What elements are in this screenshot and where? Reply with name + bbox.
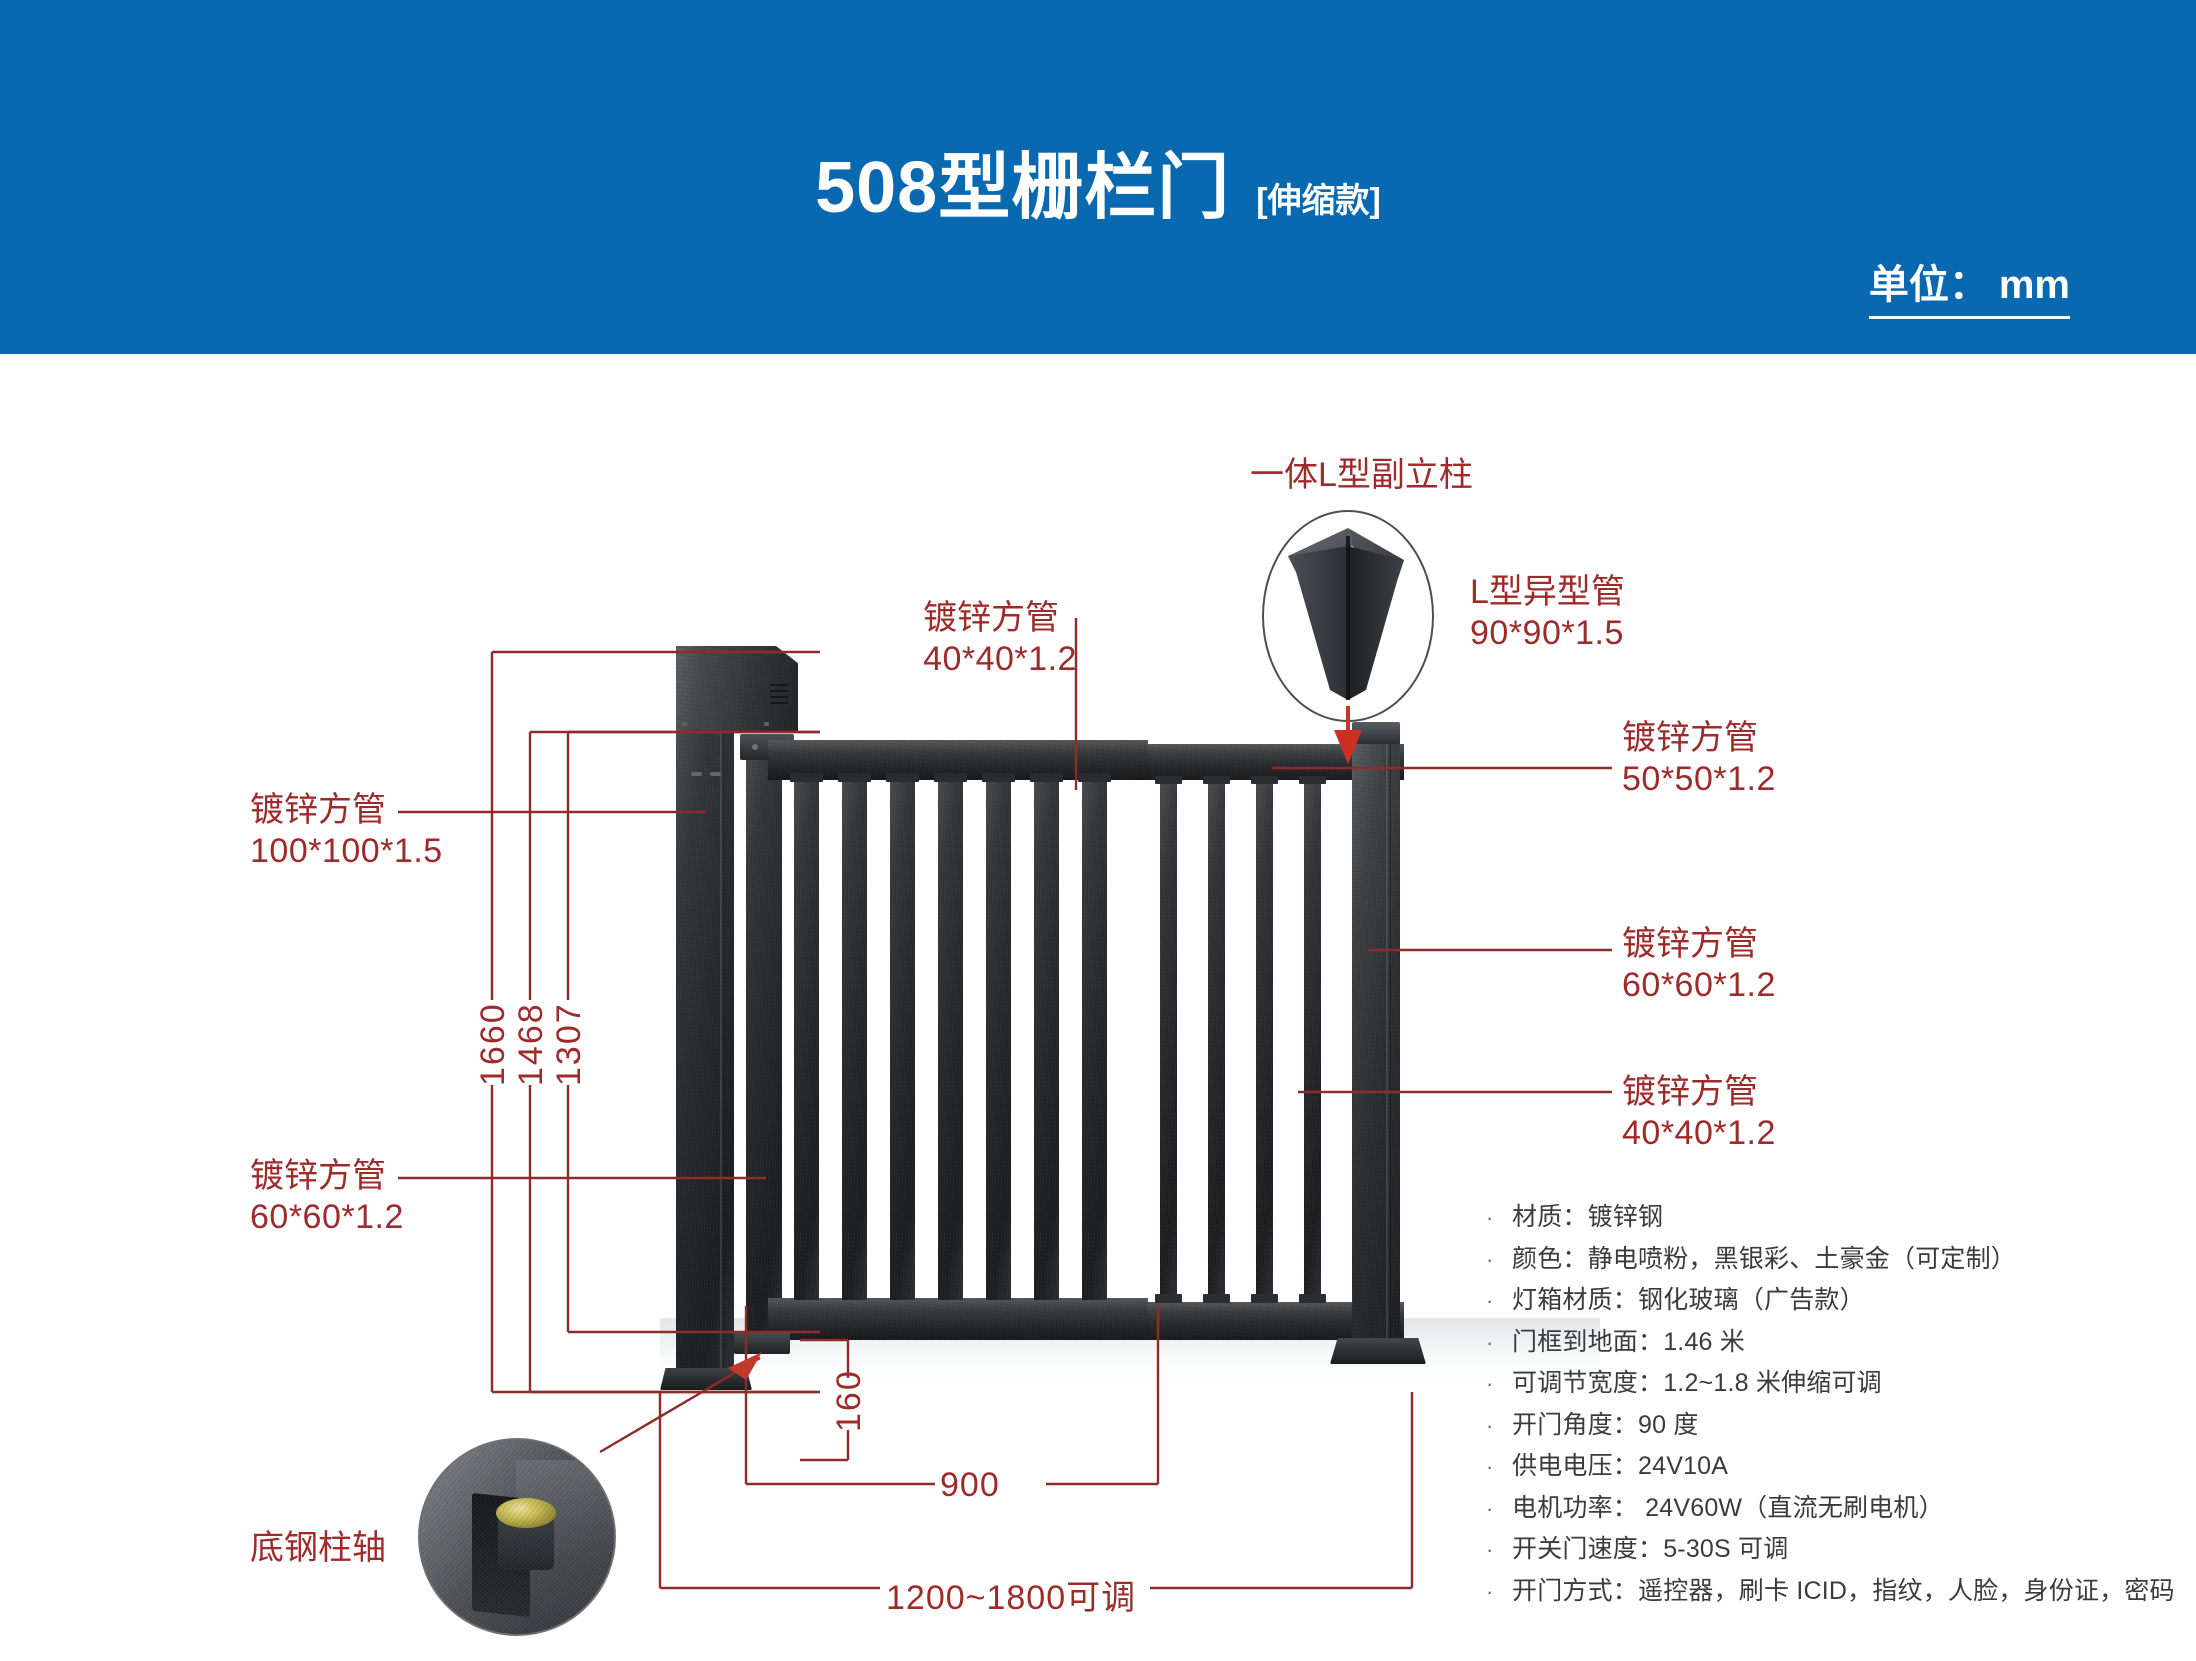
telescoping-picket — [1304, 782, 1321, 1300]
label-left-main-post: 镀锌方管 100*100*1.5 — [250, 790, 443, 873]
specification-list: · 材质：镀锌钢 · 颜色：静电喷粉，黑银彩、土豪金（可定制） · 灯箱材质：钢化玻璃… — [1486, 1205, 2186, 1620]
picket — [890, 778, 915, 1300]
dim-height-outer: 1660 — [474, 1002, 512, 1086]
unit-label: 单位： — [1868, 263, 1989, 307]
label-l-tube: L型异型管 90*90*1.5 — [1470, 572, 1625, 655]
picket — [1034, 778, 1059, 1300]
dim-total-width: 1200~1800可调 — [886, 1579, 1137, 1617]
spec-bullet: · — [1486, 1495, 1494, 1521]
spec-text: 电机功率： 24V60W（直流无刷电机） — [1512, 1493, 1944, 1522]
l-post-detail-ellipse — [1262, 510, 1434, 722]
picket — [842, 778, 867, 1300]
page-title: 508型栅栏门 [伸缩款] — [0, 128, 2196, 233]
bottom-pivot-photo — [418, 1438, 616, 1636]
label-left-lower-post: 镀锌方管 60*60*1.2 — [250, 1156, 404, 1239]
title-main-text: 508型栅栏门 — [815, 148, 1231, 228]
pivot-grease-cap — [496, 1498, 556, 1528]
unit-value: mm — [1998, 263, 2070, 307]
spec-item: · 开门方式：遥控器，刷卡 ICID，指纹，人脸，身份证，密码 — [1486, 1576, 2186, 1605]
label-right-top-rail: 镀锌方管 50*50*1.2 — [1622, 718, 1776, 801]
spec-item: · 开关门速度：5-30S 可调 — [1486, 1537, 2186, 1562]
picket — [794, 778, 819, 1300]
dim-height-mid: 1468 — [512, 1002, 550, 1086]
label-bottom-pivot-text: 底钢柱轴 — [250, 1529, 386, 1567]
header-banner: 508型栅栏门 [伸缩款] 单位：mm — [0, 0, 2196, 354]
spec-text: 材质：镀锌钢 — [1512, 1203, 1664, 1231]
label-top-center-tube-spec: 40*40*1.2 — [923, 640, 1077, 679]
label-left-main-post-name: 镀锌方管 — [250, 791, 386, 829]
spec-bullet: · — [1486, 1412, 1494, 1438]
dim-panel-width: 900 — [940, 1466, 1000, 1504]
picket — [986, 778, 1011, 1300]
spec-item: · 可调节宽度：1.2~1.8 米伸缩可调 — [1486, 1371, 2186, 1396]
gate-stile-left — [746, 744, 782, 1342]
spec-item: · 开门角度：90 度 — [1486, 1410, 2186, 1439]
label-right-mid-post-name: 镀锌方管 — [1622, 925, 1758, 963]
spec-bullet: · — [1486, 1329, 1494, 1355]
spec-item: · 颜色：静电喷粉，黑银彩、土豪金（可定制） — [1486, 1244, 2186, 1273]
telescoping-picket — [1208, 782, 1225, 1300]
label-left-main-post-spec: 100*100*1.5 — [250, 832, 443, 871]
label-right-mid-post: 镀锌方管 60*60*1.2 — [1622, 924, 1776, 1007]
label-right-mid-post-spec: 60*60*1.2 — [1622, 966, 1776, 1005]
spec-bullet: · — [1486, 1537, 1494, 1562]
label-l-tube-name: L型异型管 — [1470, 573, 1625, 611]
title-sub-text: [伸缩款] — [1256, 182, 1381, 220]
spec-bullet: · — [1486, 1205, 1494, 1230]
motor-housing — [676, 646, 798, 732]
spec-bullet: · — [1486, 1371, 1494, 1396]
label-right-top-rail-name: 镀锌方管 — [1622, 719, 1758, 757]
secondary-post-base — [1330, 1338, 1426, 1364]
label-l-post-callout-text: 一体L型副立柱 — [1250, 456, 1473, 494]
spec-item: · 灯箱材质：钢化玻璃（广告款） — [1486, 1288, 2186, 1313]
main-post-100 — [676, 730, 734, 1368]
label-right-lower-picket: 镀锌方管 40*40*1.2 — [1622, 1072, 1776, 1155]
spec-text: 供电电压：24V10A — [1512, 1452, 1729, 1480]
telescoping-picket — [1160, 782, 1177, 1300]
dim-bottom-gap: 160 — [830, 1369, 868, 1432]
spec-text: 门框到地面：1.46 米 — [1512, 1327, 1746, 1356]
secondary-post-cap — [1352, 722, 1400, 744]
label-l-tube-spec: 90*90*1.5 — [1470, 614, 1624, 653]
bottom-pivot-block — [734, 1332, 790, 1354]
secondary-post-L — [1352, 730, 1400, 1338]
label-top-center-tube-name: 镀锌方管 — [923, 599, 1060, 637]
spec-item: · 供电电压：24V10A — [1486, 1454, 2186, 1479]
label-left-lower-post-name: 镀锌方管 — [250, 1157, 386, 1195]
spec-text: 开门方式：遥控器，刷卡 ICID，指纹，人脸，身份证，密码 — [1512, 1576, 2175, 1605]
unit-note: 单位：mm — [1868, 252, 2070, 319]
spec-text: 开关门速度：5-30S 可调 — [1512, 1535, 1789, 1563]
telescoping-picket — [1256, 782, 1273, 1300]
label-l-post-callout: 一体L型副立柱 — [1250, 455, 1473, 496]
spec-bullet: · — [1486, 1288, 1494, 1313]
spec-item: · 电机功率： 24V60W（直流无刷电机） — [1486, 1493, 2186, 1522]
label-right-lower-picket-name: 镀锌方管 — [1622, 1073, 1758, 1111]
spec-item: · 材质：镀锌钢 — [1486, 1205, 2186, 1230]
spec-item: · 门框到地面：1.46 米 — [1486, 1327, 2186, 1356]
spec-text: 开门角度：90 度 — [1512, 1410, 1699, 1439]
picket — [938, 778, 963, 1300]
dim-height-inner: 1307 — [550, 1002, 588, 1086]
spec-bullet: · — [1486, 1578, 1494, 1604]
gate-bottom-rail — [768, 1298, 1148, 1340]
label-right-lower-picket-spec: 40*40*1.2 — [1622, 1114, 1776, 1153]
picket — [1082, 778, 1107, 1300]
spec-text: 灯箱材质：钢化玻璃（广告款） — [1512, 1286, 1865, 1314]
spec-text: 颜色：静电喷粉，黑银彩、土豪金（可定制） — [1512, 1244, 2017, 1273]
spec-bullet: · — [1486, 1246, 1494, 1272]
label-right-top-rail-spec: 50*50*1.2 — [1622, 760, 1776, 799]
label-bottom-pivot: 底钢柱轴 — [250, 1528, 386, 1569]
spec-bullet: · — [1486, 1454, 1494, 1479]
label-left-lower-post-spec: 60*60*1.2 — [250, 1198, 404, 1237]
main-post-base — [660, 1368, 752, 1390]
spec-text: 可调节宽度：1.2~1.8 米伸缩可调 — [1512, 1369, 1882, 1397]
label-top-center-tube: 镀锌方管 40*40*1.2 — [923, 598, 1077, 681]
